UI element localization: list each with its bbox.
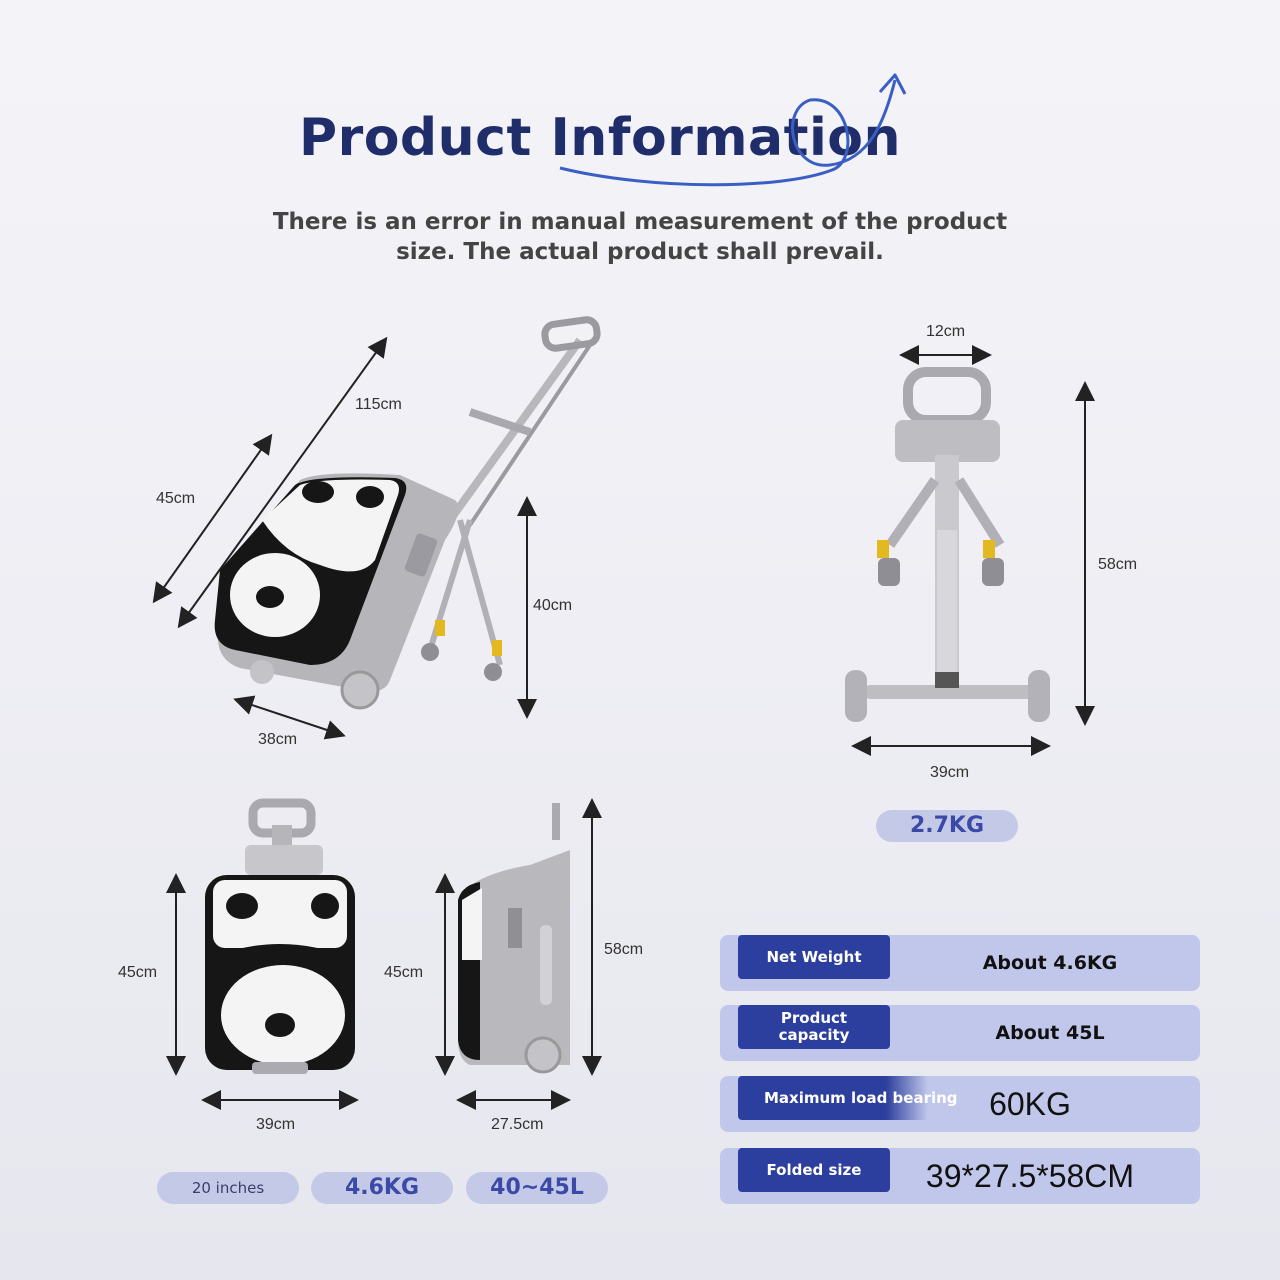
side-depth-label: 27.5cm bbox=[491, 1116, 544, 1133]
spec-value: About 4.6KG bbox=[982, 952, 1118, 974]
spec-value: 60KG bbox=[989, 1085, 1071, 1122]
spec-row-net-weight: Net Weight About 4.6KG bbox=[720, 935, 1200, 991]
isometric-suitcase-illustration bbox=[214, 316, 601, 710]
frame-width-label: 39cm bbox=[930, 764, 970, 781]
spec-label: Maximum load bearing bbox=[738, 1076, 958, 1120]
dim-length-label: 115cm bbox=[355, 396, 402, 413]
dim-height-label: 40cm bbox=[533, 597, 573, 614]
front-width-label: 39cm bbox=[256, 1116, 296, 1133]
spec-value: 39*27.5*58CM bbox=[925, 1157, 1135, 1194]
frame-top-label: 12cm bbox=[926, 323, 966, 340]
disclaimer-text: There is an error in manual measurement … bbox=[272, 209, 1008, 265]
dim-depth-label: 38cm bbox=[258, 731, 298, 748]
capacity-badge: 40~45L bbox=[466, 1172, 608, 1204]
spec-row-max-load: Maximum load bearing 60KG bbox=[720, 1076, 1200, 1132]
spec-value: About 45L bbox=[995, 1022, 1105, 1044]
spec-label: Net Weight bbox=[738, 935, 890, 979]
spec-row-capacity: Product capacity About 45L bbox=[720, 1005, 1200, 1061]
side-view-illustration bbox=[458, 803, 570, 1074]
front-height-label: 45cm bbox=[118, 964, 158, 981]
front-view-illustration bbox=[205, 798, 355, 1074]
spec-row-folded-size: Folded size 39*27.5*58CM bbox=[720, 1148, 1200, 1204]
spec-label: Product capacity bbox=[738, 1005, 890, 1049]
frame-illustration bbox=[845, 367, 1050, 722]
weight-badge: 4.6KG bbox=[311, 1172, 453, 1204]
size-badge: 20 inches bbox=[157, 1172, 299, 1204]
spec-label: Folded size bbox=[738, 1148, 890, 1192]
dim-width-label: 45cm bbox=[156, 490, 196, 507]
frame-weight-badge: 2.7KG bbox=[876, 810, 1018, 842]
side-height-label: 45cm bbox=[384, 964, 424, 981]
side-total-height-label: 58cm bbox=[604, 941, 644, 958]
frame-height-label: 58cm bbox=[1098, 556, 1138, 573]
